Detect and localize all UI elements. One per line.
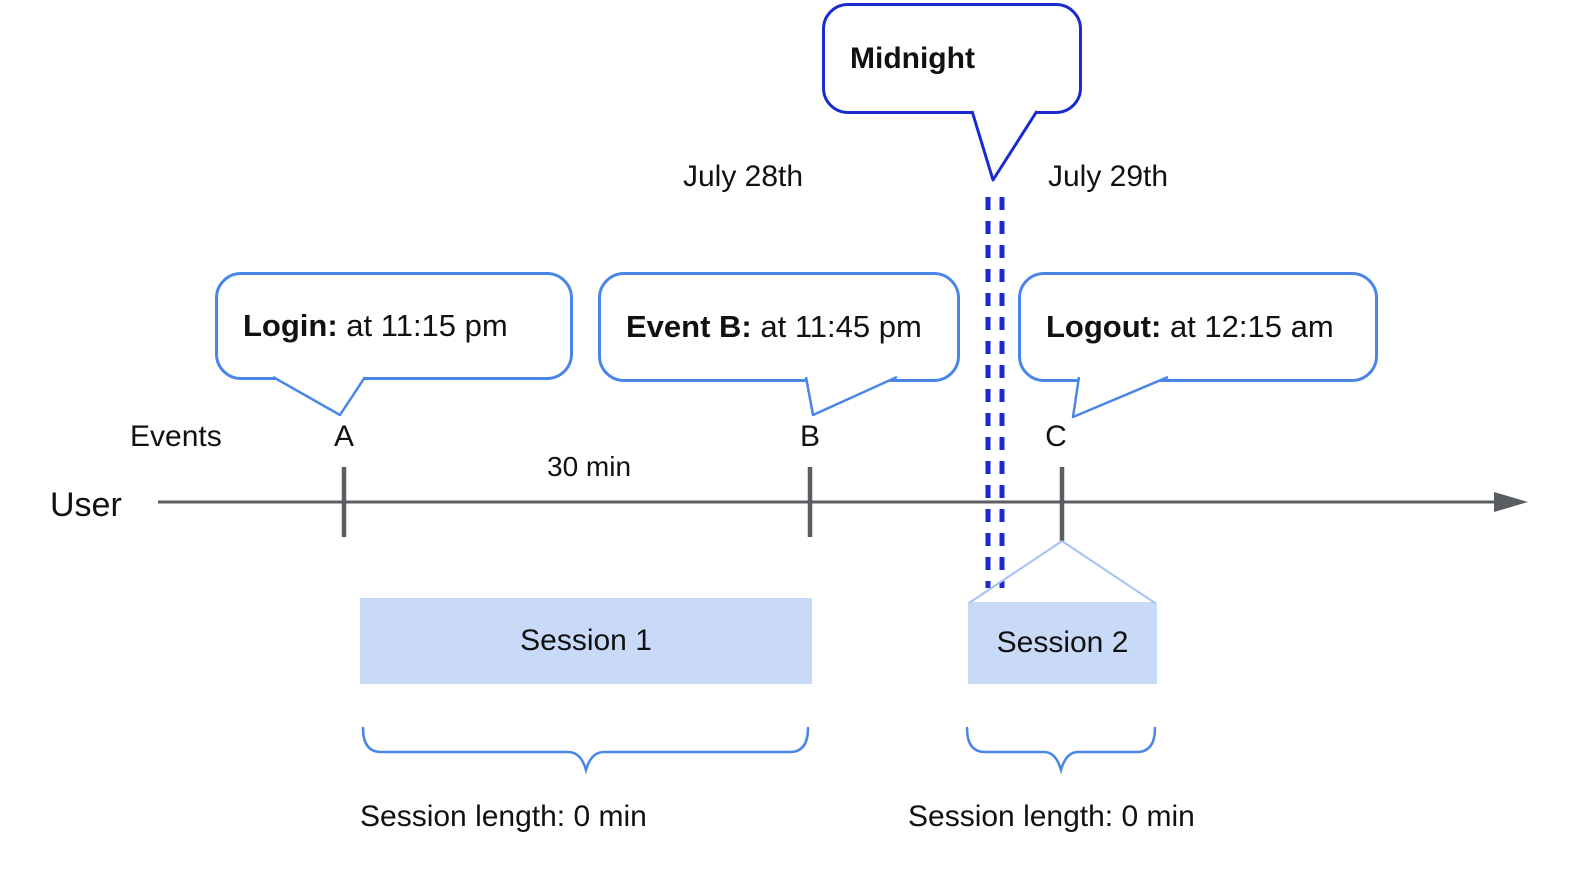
event-b-callout-text: Event B: at 11:45 pm <box>626 309 922 345</box>
login-callout-title: Login: <box>243 308 338 343</box>
session-2-box: Session 2 <box>968 602 1157 684</box>
session-1-label: Session 1 <box>520 624 652 657</box>
session-2-label: Session 2 <box>996 626 1129 659</box>
event-b-callout-bubble: Event B: at 11:45 pm <box>598 272 960 382</box>
event-marker-b: B <box>799 420 821 453</box>
login-callout-time: at 11:15 pm <box>337 308 508 343</box>
logout-callout-bubble: Logout: at 12:15 am <box>1018 272 1378 382</box>
logout-bubble-tail <box>1071 375 1169 419</box>
login-callout-text: Login: at 11:15 pm <box>243 308 508 344</box>
logout-callout-text: Logout: at 12:15 am <box>1046 309 1334 345</box>
user-axis-label: User <box>50 486 122 524</box>
event-marker-c: C <box>1045 420 1067 453</box>
events-axis-label: Events <box>130 420 222 453</box>
timeline-arrowhead-icon <box>1494 492 1528 512</box>
logout-callout-time: at 12:15 am <box>1161 309 1334 344</box>
session-2-brace <box>965 726 1157 775</box>
login-bubble-tail <box>272 375 367 417</box>
event-b-bubble-tail <box>804 375 898 417</box>
date-label-july-29: July 29th <box>1048 160 1169 193</box>
login-callout-bubble: Login: at 11:15 pm <box>215 272 573 380</box>
midnight-bubble-tail <box>970 110 1039 182</box>
logout-callout-title: Logout: <box>1046 309 1162 344</box>
session-1-length-label: Session length: 0 min <box>360 800 647 833</box>
interval-label: 30 min <box>547 451 632 482</box>
session-1-brace <box>361 726 810 775</box>
event-b-callout-time: at 11:45 pm <box>751 309 922 344</box>
event-marker-a: A <box>333 420 355 453</box>
session-2-connector-right <box>1061 540 1156 604</box>
midnight-label: Midnight <box>850 41 975 75</box>
event-b-callout-title: Event B: <box>626 309 752 344</box>
date-label-july-28: July 28th <box>683 160 804 193</box>
session-2-connector-left <box>968 540 1063 604</box>
session-1-box: Session 1 <box>360 598 812 684</box>
midnight-callout-bubble: Midnight <box>822 3 1082 114</box>
session-2-length-label: Session length: 0 min <box>908 800 1195 833</box>
